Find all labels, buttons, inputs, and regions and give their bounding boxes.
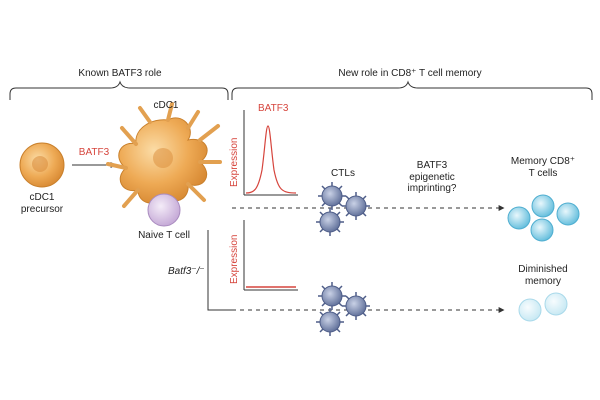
- naive-t-cell: [147, 193, 181, 227]
- diminished-memory-cells: [518, 292, 568, 322]
- ctl-cluster-top: [316, 182, 370, 236]
- right-section-bracket: [231, 80, 593, 100]
- precursor-label-line2: precursor: [20, 203, 64, 215]
- knockout-branch: [207, 230, 232, 311]
- imprinting-line3: imprinting?: [407, 183, 457, 194]
- naive-t-cell-label: Naive T cell: [138, 230, 190, 241]
- memory-cd8-label: Memory CD8⁺ T cells: [511, 156, 575, 179]
- imprinting-line1: BATF3: [416, 160, 448, 171]
- left-section-heading: Known BATF3 role: [78, 68, 162, 79]
- cdc1-precursor-cell: [19, 142, 65, 188]
- plot-top-title: BATF3: [258, 103, 289, 114]
- plot-bottom: [243, 220, 298, 291]
- memory-cd8-line2: T cells: [528, 167, 558, 179]
- precursor-label: cDC1 precursor: [21, 192, 63, 215]
- plot-bottom-ylabel: Expression: [229, 234, 240, 284]
- left-section-bracket: [9, 80, 229, 100]
- plot-top: [243, 110, 298, 196]
- batf3-arrow-label: BATF3: [78, 147, 110, 158]
- right-section-heading: New role in CD8⁺ T cell memory: [338, 68, 482, 79]
- diminished-line2: memory: [524, 275, 562, 287]
- plot-top-ylabel: Expression: [229, 137, 240, 187]
- precursor-label-line1: cDC1: [29, 192, 55, 203]
- ctls-label: CTLs: [331, 168, 355, 179]
- imprinting-line2: epigenetic: [409, 171, 455, 183]
- imprinting-label: BATF3 epigenetic imprinting?: [408, 160, 457, 195]
- memory-cd8-t-cells: [507, 194, 580, 242]
- diminished-line1: Diminished: [518, 264, 568, 275]
- diminished-memory-label: Diminished memory: [518, 264, 567, 287]
- plot-top-expression-curve: [245, 125, 297, 194]
- cdc1-dendritic-cell: [106, 102, 222, 216]
- knockout-label: Batf3⁻/⁻: [168, 266, 205, 277]
- cdc1-label: cDC1: [153, 100, 179, 111]
- ctl-cluster-bottom: [316, 282, 370, 336]
- memory-cd8-line1: Memory CD8⁺: [510, 156, 576, 167]
